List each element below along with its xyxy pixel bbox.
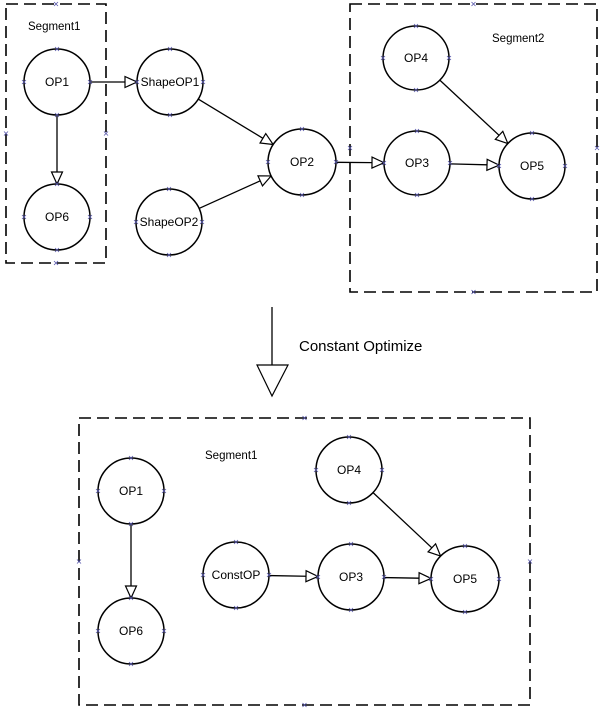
arrowhead [418,571,433,585]
edge-b_op2-to-b_op3 [335,156,386,170]
node-label-b_op3: OP3 [405,156,429,170]
arrowhead [257,175,273,187]
transition-label: Constant Optimize [299,338,422,355]
node-b_op5 [496,130,568,202]
edge-b_op1-to-b_shape1 [90,75,139,89]
node-a_op1 [95,455,167,527]
node-label-b_op4: OP4 [404,51,428,65]
node-b_shape1 [134,46,206,118]
node-label-b_op2: OP2 [290,155,314,169]
arrowhead [494,130,509,145]
transition-arrow [256,307,289,398]
edge-b_op4-to-b_op5 [439,79,509,145]
arrowhead [371,156,386,170]
edge-b_op1-to-b_op6 [50,115,64,186]
node-label-b_op6: OP6 [45,210,69,224]
segment-box-seg-c [76,415,533,708]
segment-box-seg-a [3,1,109,266]
node-a_op4 [313,434,385,506]
node-b_op2 [265,126,339,198]
segment-label-seg-a: Segment1 [28,21,80,33]
arrowhead [426,542,442,558]
arrowhead [486,158,501,172]
arrowhead [305,569,320,583]
node-label-b_shape2: ShapeOP2 [140,215,199,229]
node-a_op5 [428,543,502,615]
segment-label-seg-c: Segment1 [205,450,257,462]
edge-b_shape2-to-b_op2 [198,175,273,210]
node-b_shape2 [133,186,205,258]
node-a_op3 [315,541,387,613]
edge-a_const-to-a_op3 [268,569,320,583]
node-label-b_shape1: ShapeOP1 [141,75,200,89]
node-label-a_op6: OP6 [119,624,143,638]
segment-label-seg-b: Segment2 [492,33,544,45]
node-b_op1 [21,46,93,118]
arrowhead [50,171,64,186]
segment-box-seg-b [347,1,600,295]
arrowhead [124,585,138,600]
edge-a_op1-to-a_op6 [124,524,138,600]
edge-b_op3-to-b_op5 [449,158,501,172]
node-label-a_op1: OP1 [119,484,143,498]
edge-b_shape1-to-b_op2 [197,98,275,146]
node-a_const [200,539,272,611]
node-label-a_op3: OP3 [339,570,363,584]
edge-a_op4-to-a_op5 [372,492,442,558]
node-b_op3 [381,128,453,198]
node-a_op6 [95,595,167,667]
node-label-b_op5: OP5 [520,159,544,173]
node-label-b_op1: OP1 [45,75,69,89]
edge-a_op3-to-a_op5 [383,571,433,585]
node-b_op6 [21,181,93,253]
arrowhead [124,75,139,89]
node-label-a_op4: OP4 [337,463,361,477]
node-label-a_const: ConstOP [212,568,261,582]
node-b_op4 [380,23,452,93]
arrowhead [259,132,275,146]
node-label-a_op5: OP5 [453,572,477,586]
